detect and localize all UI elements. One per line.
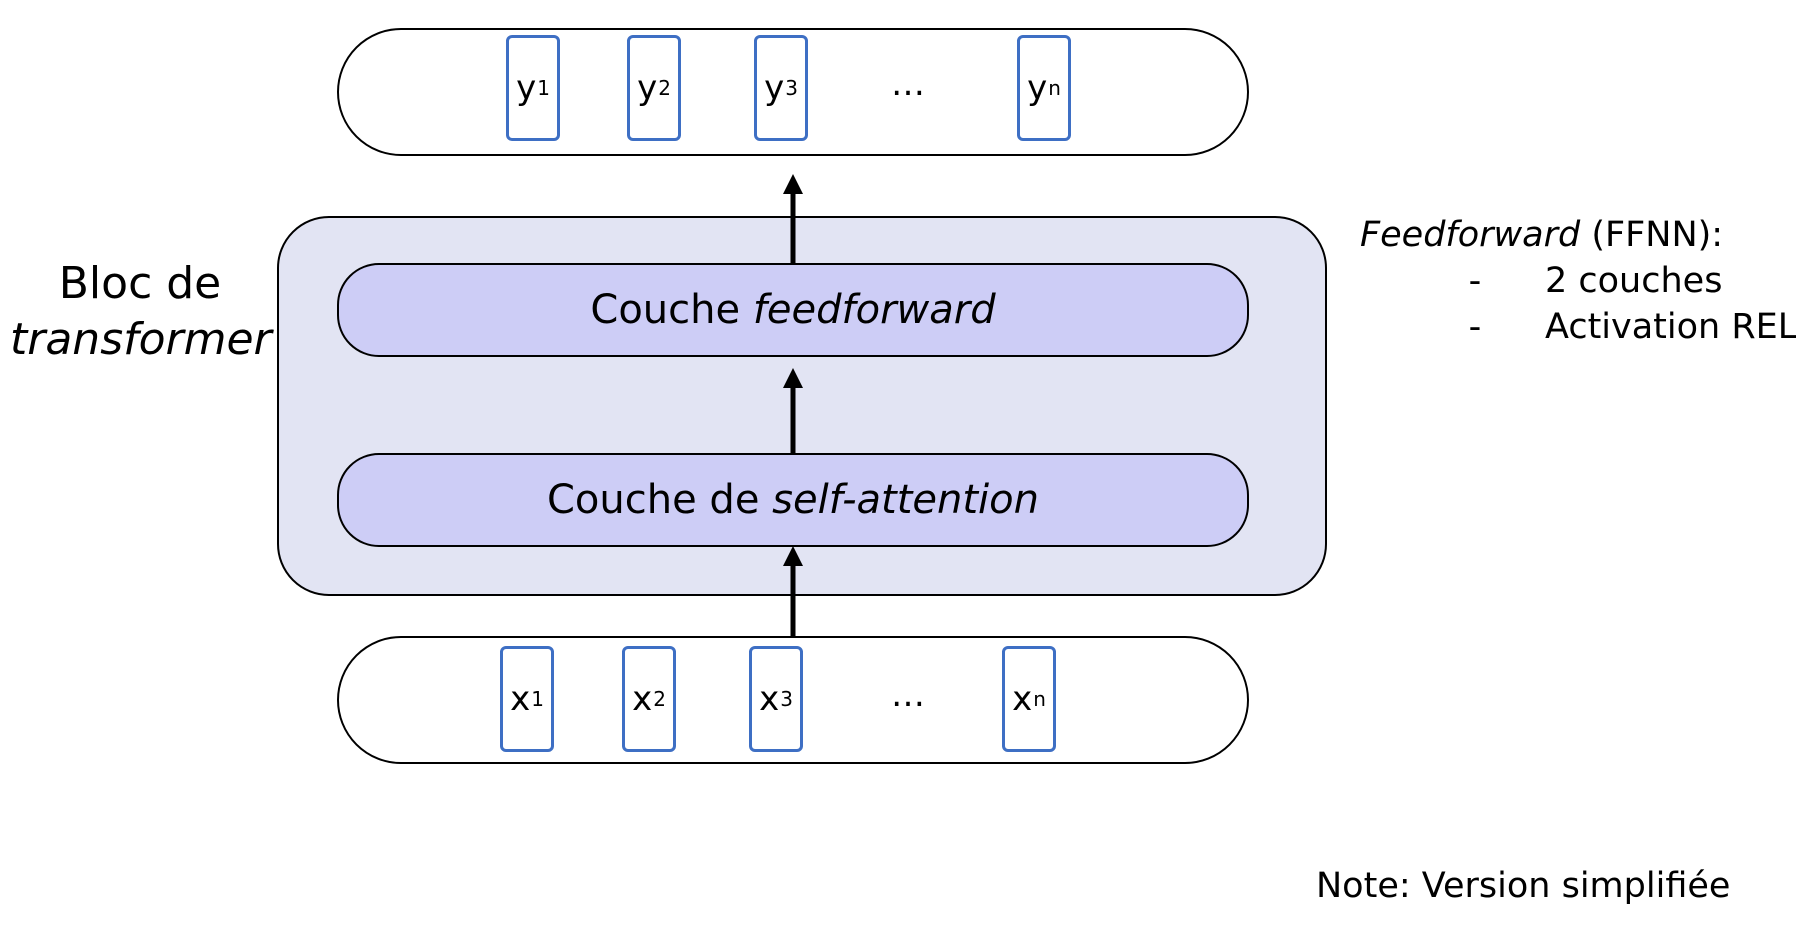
token-base: y (764, 68, 785, 108)
list-dash: - (1468, 261, 1482, 301)
ffnn-notes-heading: Feedforward (FFNN): (1360, 212, 1796, 258)
list-dash: - (1468, 307, 1482, 347)
token-base: x (759, 679, 780, 719)
ffnn-notes-heading-emphasis: Feedforward (1360, 215, 1581, 255)
token-base: y (516, 68, 537, 108)
list-item-text: 2 couches (1545, 261, 1723, 301)
token-subscript: 3 (785, 76, 798, 100)
token-subscript: 2 (658, 76, 671, 100)
token-base: x (510, 679, 531, 719)
token-base: y (637, 68, 658, 108)
self-attention-layer: Couche de self-attention (337, 453, 1249, 547)
list-item-text: Activation RELU (1545, 307, 1796, 347)
input-ellipsis: … (891, 675, 925, 715)
feedforward-layer-emphasis: feedforward (752, 287, 996, 333)
token-subscript: 1 (531, 687, 544, 711)
token-subscript: n (1033, 687, 1046, 711)
token-base: y (1027, 68, 1048, 108)
output-ellipsis: … (891, 64, 925, 104)
self-attention-layer-emphasis: self-attention (772, 477, 1039, 523)
footnote: Note: Version simplifiée (1316, 866, 1731, 906)
token-base: x (632, 679, 653, 719)
transformer-block-label-line2: transformer (10, 314, 272, 365)
ffnn-notes: Feedforward (FFNN): - 2 couches - Activa… (1360, 212, 1796, 350)
feedforward-layer: Couche feedforward (337, 263, 1249, 357)
feedforward-layer-prefix: Couche (590, 287, 753, 333)
ffnn-notes-item: - 2 couches (1360, 258, 1796, 304)
token-subscript: 2 (653, 687, 666, 711)
transformer-block-label: Bloc de transformer (10, 256, 272, 368)
ffnn-notes-item: - Activation RELU (1360, 304, 1796, 350)
token-subscript: 1 (537, 76, 550, 100)
token-subscript: n (1048, 76, 1061, 100)
token-subscript: 3 (780, 687, 793, 711)
token-base: x (1012, 679, 1033, 719)
self-attention-layer-prefix: Couche de (547, 477, 773, 523)
ffnn-notes-heading-rest: (FFNN): (1580, 215, 1724, 255)
transformer-block-label-line1: Bloc de (58, 258, 222, 309)
